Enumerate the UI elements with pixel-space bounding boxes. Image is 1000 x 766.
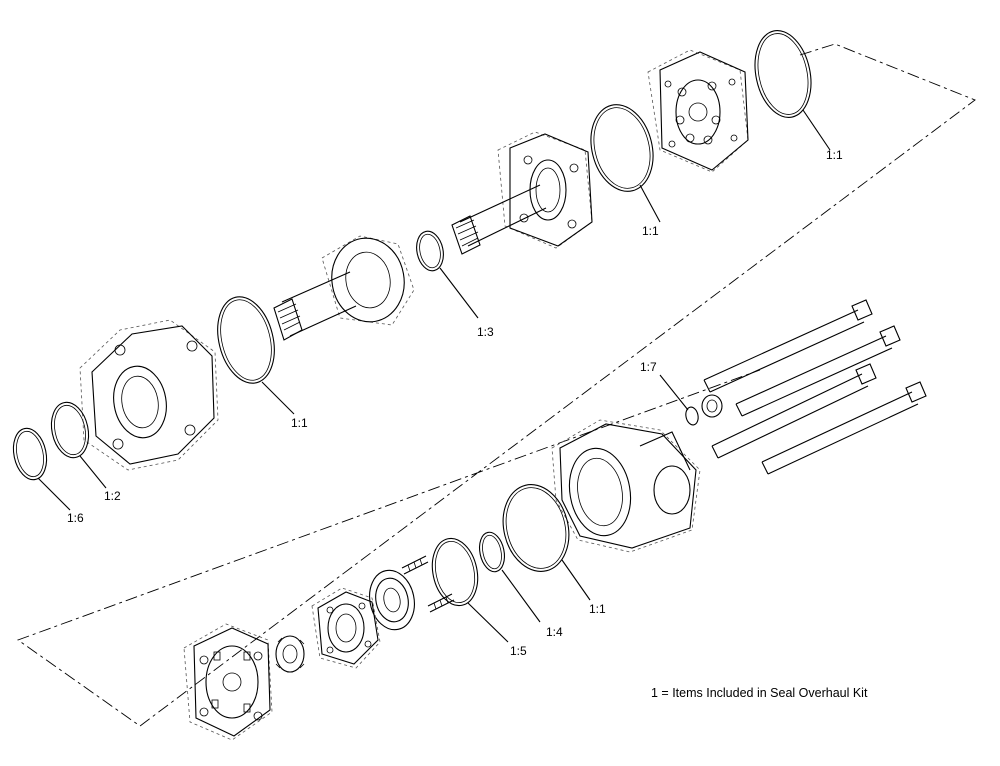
end-cover-plate xyxy=(183,623,273,741)
callout-seal-ring-lower: 1:1 xyxy=(589,602,606,616)
callout-plug-seal-1-7: 1:7 xyxy=(640,360,657,374)
plug-seal-1-7 xyxy=(685,394,723,426)
callout-seal-ring-left-mid: 1:1 xyxy=(291,416,308,430)
housing-bolts xyxy=(703,299,927,475)
assembly-centerline xyxy=(17,43,976,727)
callout-seal-ring-1-5: 1:5 xyxy=(510,644,527,658)
seal-ring-1-3 xyxy=(416,230,444,272)
callout-seal-ring-1-4: 1:4 xyxy=(546,625,563,639)
seal-ring-left-mid xyxy=(217,296,275,384)
callout-seal-ring-1-2: 1:2 xyxy=(104,489,121,503)
rear-housing-plate xyxy=(647,49,749,173)
gerotor-set xyxy=(311,587,381,669)
seal-ring-lower xyxy=(502,484,570,572)
seal-ring-top-right xyxy=(754,30,812,118)
bearing-housing-shaft xyxy=(451,131,593,255)
callout-seal-ring-1-3: 1:3 xyxy=(477,325,494,339)
seal-ring-1-5 xyxy=(431,537,479,607)
seal-ring-1-2 xyxy=(50,401,90,459)
callout-seal-ring-upper-mid: 1:1 xyxy=(642,224,659,238)
callout-seal-ring-1-6: 1:6 xyxy=(67,511,84,525)
drive-link-shaft xyxy=(273,235,415,341)
seal-ring-1-4 xyxy=(478,531,506,573)
legend-note: 1 = Items Included in Seal Overhaul Kit xyxy=(651,686,868,700)
balance-ring xyxy=(369,569,415,631)
seal-ring-upper-mid xyxy=(590,104,654,192)
gerotor-housing xyxy=(551,419,701,553)
spring-pins xyxy=(401,555,455,613)
leader-lines xyxy=(37,109,831,643)
small-gear xyxy=(275,635,305,673)
seal-ring-1-6 xyxy=(12,427,48,481)
front-housing-flange xyxy=(79,319,219,471)
callout-seal-ring-top-right: 1:1 xyxy=(826,148,843,162)
